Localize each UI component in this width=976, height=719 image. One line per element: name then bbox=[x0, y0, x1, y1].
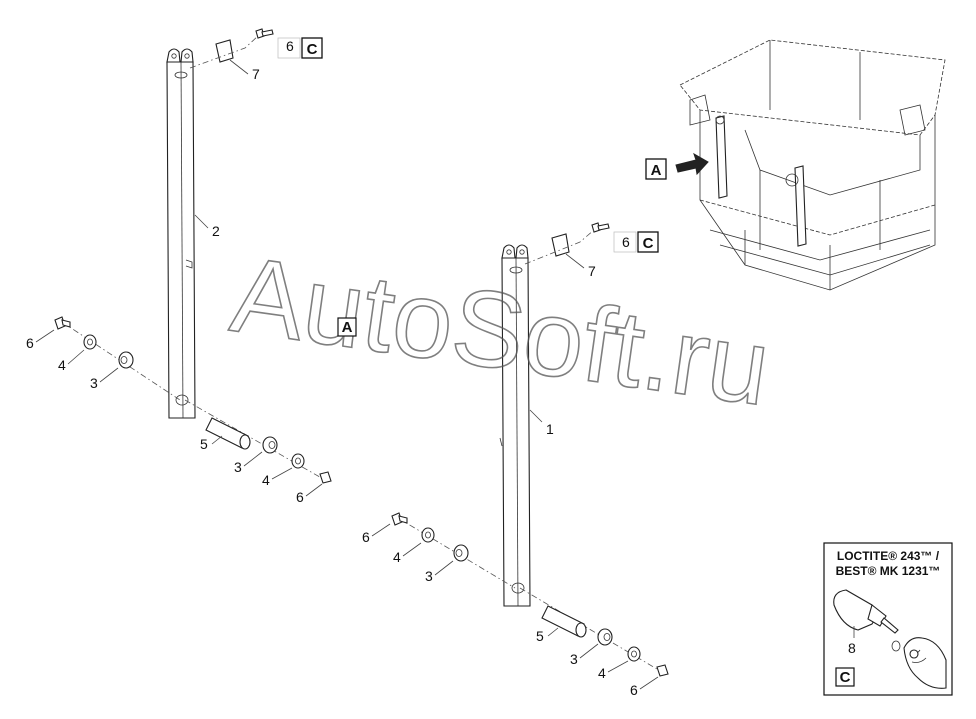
pin-5-l2 bbox=[541, 605, 587, 638]
callout-7-top1: 7 bbox=[252, 66, 260, 82]
box-c-top2-label: C bbox=[643, 235, 654, 252]
box-a-center bbox=[337, 317, 357, 337]
washer-4-l2b bbox=[627, 646, 641, 662]
bushing-3-l2b bbox=[597, 628, 613, 646]
box-a-inset bbox=[645, 158, 667, 180]
callout-3-l2: 3 bbox=[425, 568, 433, 584]
bolt-6-l1b bbox=[319, 471, 332, 484]
strut-1 bbox=[499, 244, 531, 607]
callout-3-l1: 3 bbox=[90, 375, 98, 391]
bolt-6-l2 bbox=[391, 512, 408, 526]
callout-6-l1b: 6 bbox=[296, 489, 304, 505]
washer-4-l1b bbox=[291, 453, 305, 469]
bolt-6-top2 bbox=[591, 222, 610, 233]
note-line1: LOCTITE® 243™ / bbox=[837, 549, 940, 563]
callout-6-l2: 6 bbox=[362, 529, 370, 545]
washer-4-l2 bbox=[421, 527, 435, 543]
box-c-top1 bbox=[301, 37, 323, 59]
callout-3-l1b: 3 bbox=[234, 459, 242, 475]
bushing-3-l1 bbox=[118, 351, 134, 369]
callout-8: 8 bbox=[848, 640, 856, 656]
washer-4-l1 bbox=[83, 334, 97, 350]
bolt-6-top1 bbox=[255, 28, 274, 39]
callout-4-l2b: 4 bbox=[598, 665, 606, 681]
arrow-icon bbox=[675, 152, 709, 176]
plate-7-top2 bbox=[551, 233, 570, 257]
watermark: AutoSoft.ru bbox=[225, 233, 777, 428]
callout-6-top1: 6 bbox=[286, 38, 294, 54]
callout-4-l2: 4 bbox=[393, 549, 401, 565]
box-c-note bbox=[835, 667, 855, 687]
pin-5-l1 bbox=[205, 417, 251, 450]
box-a-center-label: A bbox=[342, 319, 353, 336]
callout-6-top2: 6 bbox=[622, 234, 630, 250]
adhesive-bottle-icon bbox=[833, 589, 899, 634]
callout-4-l1b: 4 bbox=[262, 472, 270, 488]
drop-icon bbox=[891, 640, 901, 652]
callout-4-l1: 4 bbox=[58, 357, 66, 373]
box-a-inset-label: A bbox=[651, 162, 662, 179]
bushing-3-l1b bbox=[262, 436, 278, 454]
callout-6-l1: 6 bbox=[26, 335, 34, 351]
callout-5-l2: 5 bbox=[536, 628, 544, 644]
callout-2: 2 bbox=[212, 223, 220, 239]
box-c-top1-label: C bbox=[307, 41, 318, 58]
box-c-top2 bbox=[637, 231, 659, 253]
bolt-6-l2b bbox=[656, 664, 669, 677]
loctite-note: LOCTITE® 243™ / BEST® MK 1231™ 8 C bbox=[823, 542, 953, 696]
bolt-6-l1 bbox=[54, 316, 71, 330]
callout-1: 1 bbox=[546, 421, 554, 437]
callout-5-l1: 5 bbox=[200, 436, 208, 452]
plate-7-top1 bbox=[215, 39, 234, 63]
callout-3-l2b: 3 bbox=[570, 651, 578, 667]
bushing-3-l2 bbox=[453, 544, 469, 562]
hand-icon bbox=[903, 637, 947, 689]
strut-2 bbox=[166, 48, 196, 419]
box-c-note-label: C bbox=[840, 669, 851, 686]
callout-7-top2: 7 bbox=[588, 263, 596, 279]
callout-6-l2b: 6 bbox=[630, 682, 638, 698]
cab-frame-inset bbox=[675, 39, 946, 291]
note-line2: BEST® MK 1231™ bbox=[836, 564, 941, 578]
